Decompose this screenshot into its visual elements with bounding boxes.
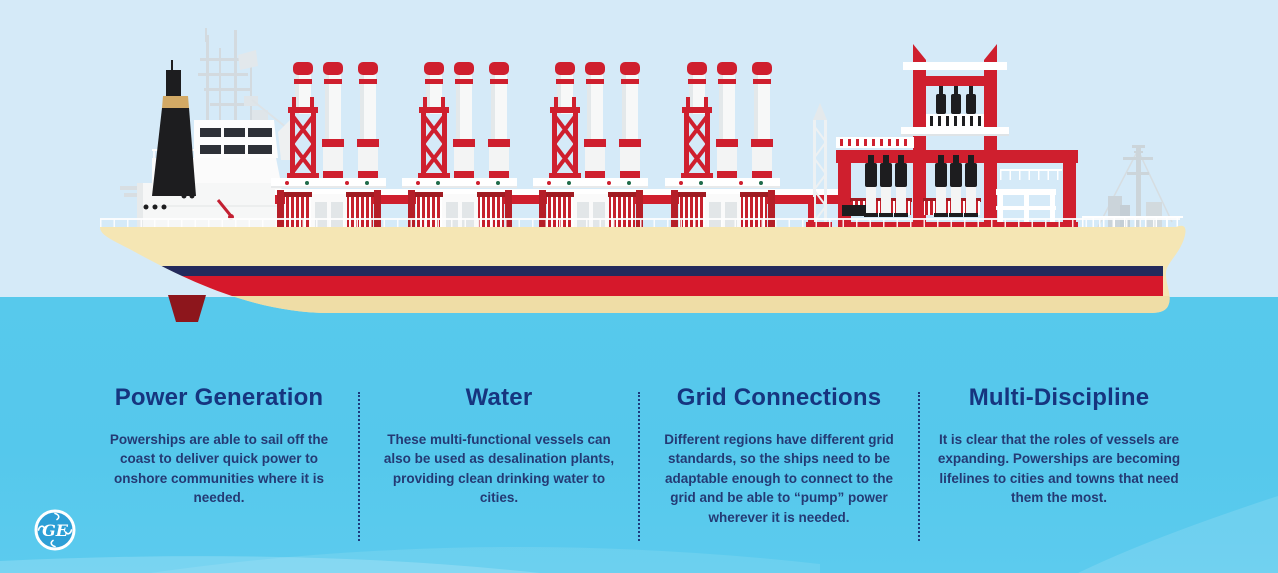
ge-logo-swirls (37, 512, 73, 548)
radar-mast (198, 28, 288, 129)
section-water: Water These multi-functional vessels can… (360, 384, 638, 559)
transformer-bushings-lower (864, 155, 978, 217)
ge-monogram: GE (42, 521, 69, 540)
section-body: These multi-functional vessels can also … (383, 432, 615, 506)
section-title: Multi-Discipline (968, 384, 1150, 411)
section-title: Grid Connections (676, 384, 882, 411)
section-body: Powerships are able to sail off the coas… (109, 432, 329, 506)
section-grid-connections: Grid Connections Different regions have … (640, 384, 918, 559)
transformer-bushings-upper (936, 86, 976, 114)
section-divider (358, 392, 360, 541)
section-body: Different regions have different grid st… (664, 432, 894, 525)
ge-logo: GE (34, 509, 76, 551)
section-multi-discipline: Multi-Discipline It is clear that the ro… (920, 384, 1198, 559)
rudder-fin (168, 295, 206, 322)
section-power-generation: Power Generation Powerships are able to … (80, 384, 358, 559)
deck-railing (100, 218, 1180, 229)
transformer-gantry (836, 44, 1078, 228)
hull-stripe-red (100, 276, 1163, 296)
section-title: Water (465, 384, 533, 411)
hull (100, 225, 1186, 313)
section-divider (918, 392, 920, 541)
funnel (152, 60, 196, 196)
section-title: Power Generation (114, 384, 324, 411)
info-sections: Power Generation Powerships are able to … (80, 384, 1198, 559)
section-body: It is clear that the roles of vessels ar… (937, 432, 1181, 506)
hull-stripe-navy (100, 266, 1163, 276)
section-divider (638, 392, 640, 541)
lattice-crane (806, 103, 832, 228)
powership-illustration (0, 0, 1278, 322)
